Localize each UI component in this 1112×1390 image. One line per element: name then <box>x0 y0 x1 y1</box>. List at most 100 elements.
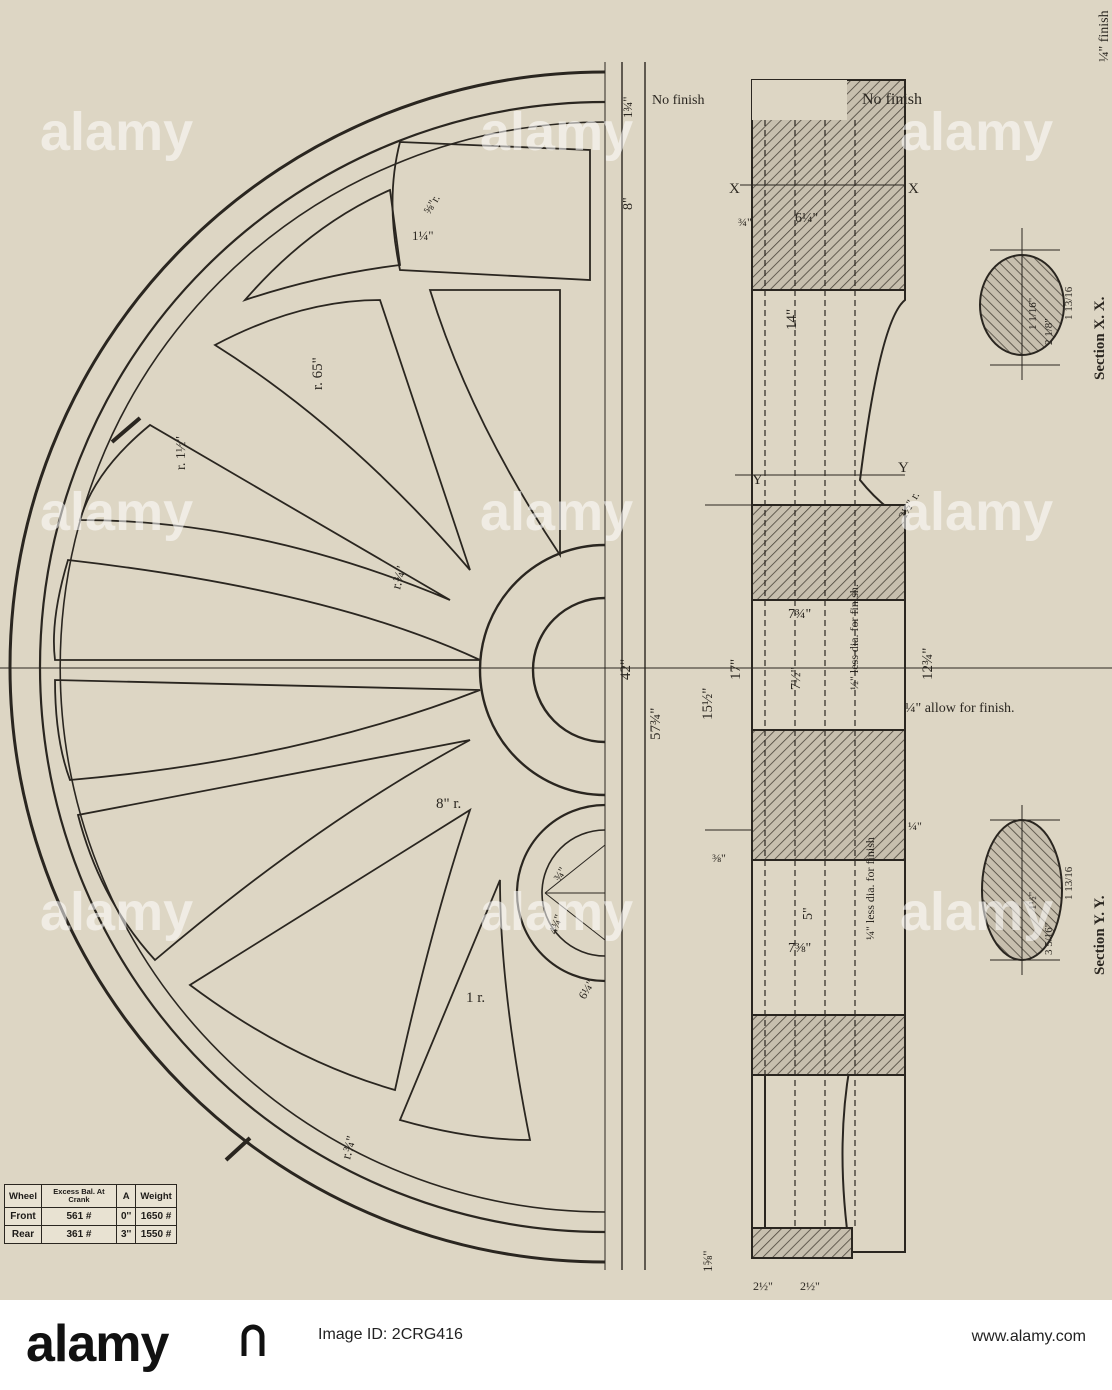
spoke-window-5 <box>54 679 481 781</box>
allow-for-finish: ¼" allow for finish. <box>905 701 1015 716</box>
tire-inner <box>38 100 606 1234</box>
dim-quarter: ¼" <box>908 819 922 833</box>
table-header: A <box>115 1184 137 1208</box>
spoke-window-1 <box>428 289 561 558</box>
rim-inner <box>59 121 606 1213</box>
no-finish-left: No finish <box>652 93 705 108</box>
radius-3-4-c: ¾" <box>550 864 569 883</box>
table-cell: 561 # <box>40 1207 117 1226</box>
hub-outer <box>478 543 606 797</box>
spoke-window-6 <box>76 739 471 962</box>
wheel-spokes <box>53 141 591 1141</box>
radius-3-4-b: r.¾" <box>339 1134 360 1161</box>
dim-6-1-4: 6¼" <box>795 211 818 226</box>
dim-2-1-2-b: 2½" <box>800 1279 820 1293</box>
watermark-3: alamy <box>900 102 1053 162</box>
radius-4-3-4: 4¾" <box>546 912 566 936</box>
crank-boss-inner <box>541 829 606 957</box>
tire-outer <box>8 70 606 1264</box>
spoke-window-4 <box>53 559 481 661</box>
radius-1-1-2: r. 1½" <box>174 436 189 470</box>
spoke-window-2 <box>213 299 471 571</box>
y-right-label: Y <box>898 460 909 476</box>
section-yy-dim-a: 1 13/16 <box>1063 866 1075 900</box>
x-left-label: X <box>729 181 740 197</box>
rim-cut-top <box>110 416 142 444</box>
section-xx <box>979 228 1065 380</box>
section-yy-dim-c: 1½" <box>1027 892 1039 910</box>
table-cell: 1650 # <box>135 1207 177 1226</box>
dim-57-3-4: 57¾" <box>648 708 664 740</box>
table-cell: Rear <box>4 1225 42 1244</box>
dim-2-1-2-a: 2½" <box>753 1279 773 1293</box>
x-right-label: X <box>908 181 919 197</box>
table-header: Excess Bal. At Crank <box>40 1184 117 1208</box>
section-xx-dim-b: 2 1/8" <box>1043 318 1055 345</box>
dim-7-3-8: 7⅜" <box>788 941 811 956</box>
dim-14: 14" <box>784 309 800 330</box>
dim-42: 42" <box>618 659 634 680</box>
no-finish-right: No finish <box>862 91 922 108</box>
site-url-link[interactable]: www.alamy.com <box>971 1328 1086 1345</box>
watermark-7: alamy <box>40 882 193 942</box>
brand-logo[interactable]: alamy <box>26 1315 169 1373</box>
annotations: No finish No finish ¼" allow for finish.… <box>174 10 1112 1293</box>
dim-5: 5" <box>801 907 816 920</box>
table-cell: 3'' <box>115 1225 137 1244</box>
radius-5-8: ⅝"r. <box>420 192 442 217</box>
base-hatched <box>751 1227 853 1259</box>
spoke-window-7 <box>188 807 472 1092</box>
wheel-outline <box>8 70 606 1264</box>
center-lines <box>0 62 1112 1270</box>
table-header: Wheel <box>4 1184 42 1208</box>
radius-8: 8" r. <box>436 796 461 812</box>
table-header: Weight <box>135 1184 177 1208</box>
mid-hatched-b <box>751 729 906 861</box>
watermark-4: alamy <box>40 482 193 542</box>
radius-1: 1 r. <box>466 990 485 1006</box>
watermark-6: alamy <box>900 482 1053 542</box>
table-header-row: Wheel Excess Bal. At Crank A Weight <box>4 1184 177 1208</box>
image-id: Image ID: 2CRG416 <box>318 1326 463 1343</box>
dim-17: 17" <box>728 659 744 680</box>
top-boss-cut <box>752 80 847 120</box>
wheel-hub <box>478 543 606 983</box>
counterweight-window-2 <box>242 188 402 302</box>
rim-cut-bottom <box>224 1136 252 1162</box>
dim-15-1-2: 15½" <box>700 688 716 720</box>
section-yy <box>981 805 1063 975</box>
dim-7-1-2: 7½" <box>789 667 804 690</box>
table-row: Rear 361 # 3'' 1550 # <box>4 1225 177 1244</box>
table-row: Front 561 # 0'' 1650 # <box>4 1207 177 1226</box>
section-xx-dim-a: 1 13/16 <box>1063 286 1075 320</box>
watermark-9: alamy <box>900 882 1053 942</box>
table-cell: 0'' <box>115 1207 137 1226</box>
table-cell: Front <box>4 1207 42 1226</box>
dim-3-8: ⅜" <box>712 851 726 865</box>
radius-65: r. 65" <box>310 357 326 390</box>
dim-8: 8" <box>621 197 636 210</box>
dim-7-3-4: 7¾" <box>788 607 811 622</box>
low-hatched <box>751 1014 906 1076</box>
table-cell: 361 # <box>40 1225 117 1244</box>
less-dia-finish-2: ¼" less dia. for finish <box>863 837 877 940</box>
watermark-8: alamy <box>480 882 633 942</box>
section-yy-dim-b: 3 5/16" <box>1043 923 1055 955</box>
watermark-2: alamy <box>480 102 633 162</box>
footer-bar: alamy Image ID: 2CRG416 www.alamy.com <box>0 1300 1112 1390</box>
wheel-drawing: No finish No finish ¼" allow for finish.… <box>0 10 1112 1293</box>
section-xx-dim-c: 1 1/16" <box>1027 298 1039 330</box>
spoke-window-3 <box>78 423 451 601</box>
watermark-5: alamy <box>480 482 633 542</box>
y-left-label: Y <box>752 472 763 488</box>
dim-12-3-4: 12¾" <box>920 648 936 680</box>
hub-bore <box>531 596 606 744</box>
section-view <box>705 79 906 1259</box>
wheel-spec-table: Wheel Excess Bal. At Crank A Weight Fron… <box>4 1184 177 1244</box>
quarter-finish: ¼" finish <box>1097 10 1112 62</box>
watermark-1: alamy <box>40 102 193 162</box>
crank-boss-outer <box>515 803 606 983</box>
watermarks: alamy alamy alamy alamy alamy alamy alam… <box>40 102 1053 942</box>
mid-hatched-a <box>751 504 906 601</box>
section-xx-label: Section X. X. <box>1092 296 1108 380</box>
